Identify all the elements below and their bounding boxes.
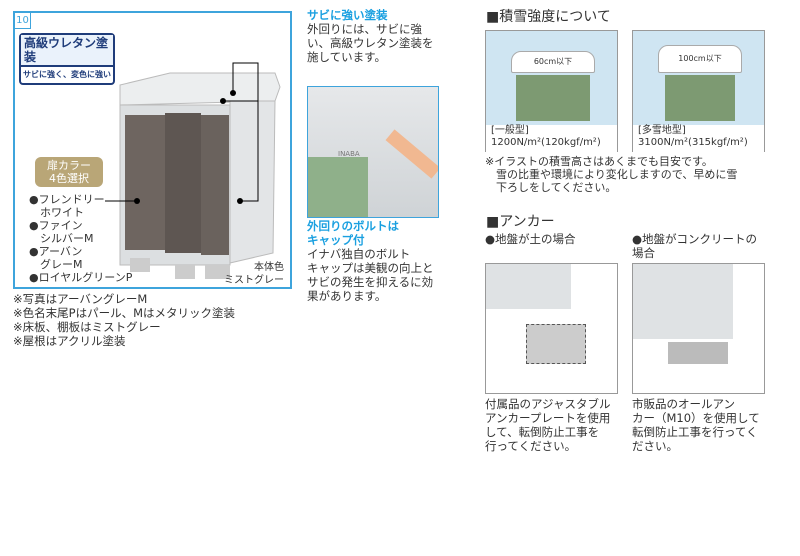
anchor-soil-text: 付属品のアジャスタブルアンカープレートを使用して、転倒防止工事を行ってください。 [485, 397, 611, 453]
bolt-section: 外回りのボルトはキャップ付 イナバ独自のボルトキャップは美観の向上とサビの発生を… [307, 219, 434, 303]
anchor-heading: ■アンカー [486, 214, 555, 230]
page-number: 10 [15, 13, 31, 29]
badge-title: 高級ウレタン塗装 [21, 35, 113, 67]
door-color-list: ●フレンドリー ホワイト●ファイン シルバーM●アーバン グレーM●ロイヤルグリ… [29, 193, 133, 284]
snow-note: ※イラストの積雪高さはあくまでも目安です。 雪の比重や環境により変化しますので、… [485, 155, 738, 194]
storage-shed-image [105, 62, 281, 279]
urethane-badge: 高級ウレタン塗装 サビに強く、変色に強い [19, 33, 115, 85]
anchor-concrete-image [632, 263, 765, 394]
rust-section: サビに強い塗装 外回りには、サビに強い、高級ウレタン塗装を施しています。 [307, 8, 434, 64]
bolt-cap-photo: INABA [307, 86, 439, 218]
body-color-label: 本体色ミストグレー [224, 262, 284, 286]
snow-card-heavy: 100cm以下 [多雪地型]3100N/m²(315kgf/m²) [632, 30, 765, 152]
anchor-soil-title: ●地盤が土の場合 [485, 232, 576, 246]
anchor-concrete-text: 市販品のオールアンカー（M10）を使用して転倒防止工事を行ってください。 [632, 397, 760, 453]
rust-title: サビに強い塗装 [307, 8, 388, 22]
badge-subtitle: サビに強く、変色に強い [23, 70, 111, 79]
snow-heading: ■積雪強度について [486, 9, 611, 25]
product-notes: ※写真はアーバングレーM※色名末尾Pはパール、Mはメタリック塗装※床板、棚板はミ… [13, 292, 235, 348]
snow-card-standard: 60cm以下 [一般型]1200N/m²(120kgf/m²) [485, 30, 618, 152]
anchor-concrete-title: ●地盤がコンクリートの場合 [632, 232, 758, 260]
anchor-soil-image [485, 263, 618, 394]
